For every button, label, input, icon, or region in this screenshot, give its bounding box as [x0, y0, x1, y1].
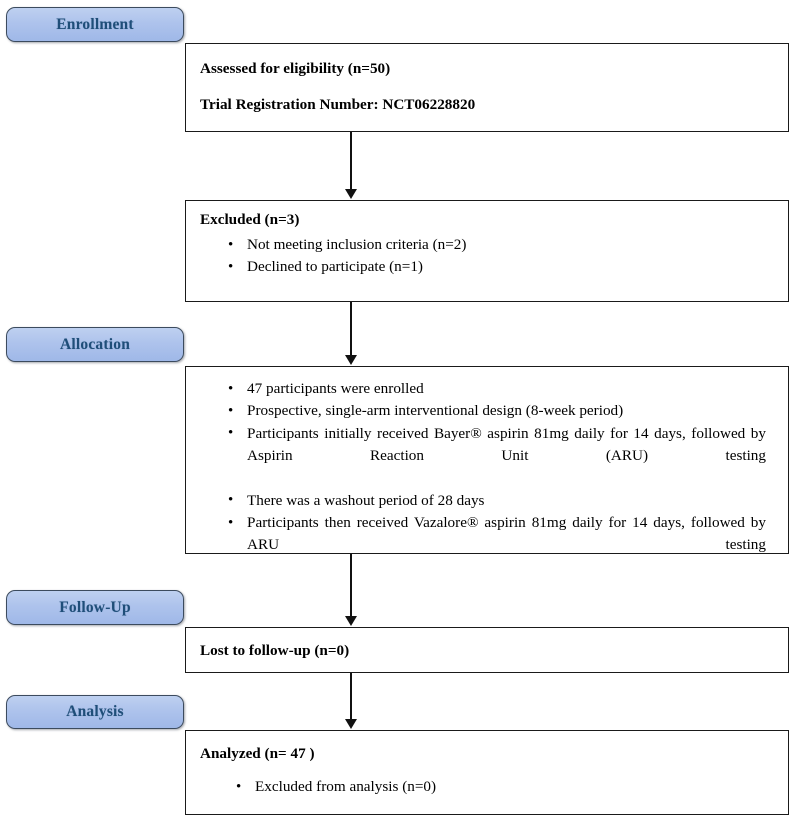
stage-label-allocation-text: Allocation: [59, 335, 131, 353]
stage-label-allocation: Allocation: [6, 327, 184, 362]
box-analyzed: Analyzed (n= 47 ) Excluded from analysis…: [185, 730, 789, 815]
excluded-headline: Excluded (n=3): [200, 211, 300, 228]
arrow-followup-to-analysis: [350, 673, 352, 720]
arrow-allocation-to-followup: [350, 554, 352, 617]
list-item: Declined to participate (n=1): [226, 256, 766, 278]
arrow-eligibility-to-excluded: [350, 132, 352, 190]
excluded-bullet-list: Not meeting inclusion criteria (n=2) Dec…: [226, 233, 766, 279]
list-item: Participants then received Vazalore® asp…: [226, 512, 766, 579]
arrow-excluded-to-allocation: [350, 302, 352, 356]
list-item: Excluded from analysis (n=0): [234, 775, 754, 798]
trial-registration-line: Trial Registration Number: NCT06228820: [200, 96, 476, 113]
list-item-text: Participants initially received Bayer® a…: [247, 424, 766, 465]
list-item: Prospective, single-arm interventional d…: [226, 400, 766, 422]
assessed-eligibility-line: Assessed for eligibility (n=50): [200, 60, 391, 77]
list-item: 47 participants were enrolled: [226, 377, 766, 400]
list-item: Not meeting inclusion criteria (n=2): [226, 233, 766, 256]
stage-label-followup-text: Follow-Up: [59, 598, 131, 616]
stage-label-followup: Follow-Up: [6, 590, 184, 625]
box-lost-to-followup: Lost to follow-up (n=0): [185, 627, 789, 673]
lost-to-followup-headline: Lost to follow-up (n=0): [200, 642, 350, 659]
box-excluded: Excluded (n=3) Not meeting inclusion cri…: [185, 200, 789, 302]
box-allocation: 47 participants were enrolled Prospectiv…: [185, 366, 789, 554]
stage-label-enrollment: Enrollment: [6, 7, 184, 42]
list-item-text: Participants then received Vazalore® asp…: [247, 514, 766, 554]
stage-label-analysis: Analysis: [6, 695, 184, 729]
stage-label-analysis-text: Analysis: [66, 703, 124, 720]
list-item: There was a washout period of 28 days: [226, 489, 766, 512]
stage-label-enrollment-text: Enrollment: [56, 15, 134, 33]
analyzed-headline: Analyzed (n= 47 ): [200, 745, 315, 762]
analysis-bullet-list: Excluded from analysis (n=0): [234, 775, 754, 798]
allocation-bullet-list: 47 participants were enrolled Prospectiv…: [226, 377, 766, 579]
box-assessed-for-eligibility: Assessed for eligibility (n=50) Trial Re…: [185, 43, 789, 132]
list-item: Participants initially received Bayer® a…: [226, 422, 766, 490]
